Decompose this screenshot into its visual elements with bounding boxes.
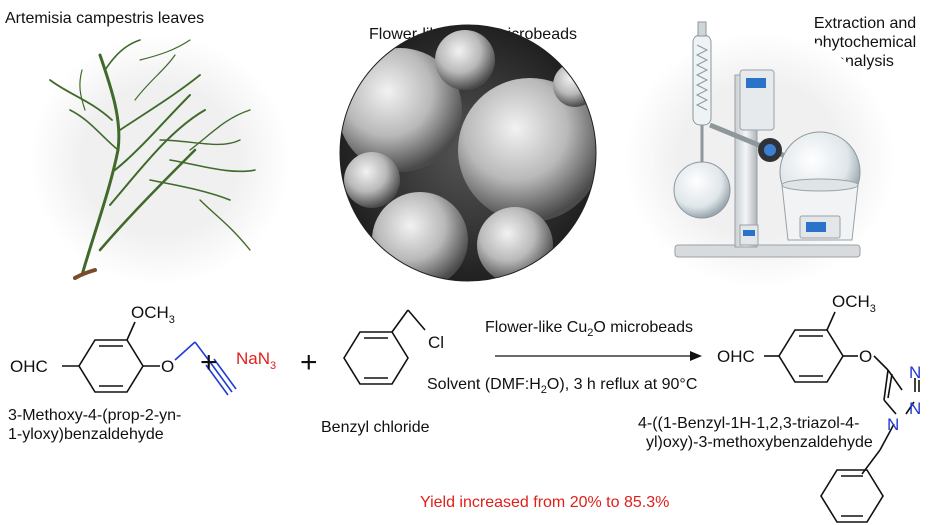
triazole-n3-label: N bbox=[909, 363, 921, 382]
plus-sign-2: + bbox=[300, 346, 318, 379]
triazole-n2-label: N bbox=[909, 399, 921, 418]
catalyst-label: Flower-like Cu2O microbeads bbox=[485, 319, 693, 340]
yield-text: Yield increased from 20% to 85.3% bbox=[420, 494, 670, 511]
plant-caption: Artemisia campestris leaves bbox=[5, 10, 205, 27]
benzyl-chloride-structure bbox=[343, 309, 426, 385]
reactant1-ether-oxygen-label: O bbox=[161, 357, 174, 376]
product-ether-oxygen-label: O bbox=[859, 347, 872, 366]
reactant1-aldehyde-label: OHC bbox=[10, 357, 48, 376]
reactant1-name: 3-Methoxy-4-(prop-2-yn- 1-yloxy)benzalde… bbox=[8, 407, 182, 443]
product-aldehyde-label: OHC bbox=[717, 347, 755, 366]
reaction-arrow bbox=[495, 351, 702, 361]
triazole-n1-label: N bbox=[887, 415, 899, 434]
artemisia-plant-image bbox=[49, 39, 256, 280]
plus-sign-1: + bbox=[200, 346, 218, 379]
reactant1-methoxy-label: OCH3 bbox=[131, 303, 175, 326]
product-methoxy-label: OCH3 bbox=[832, 292, 876, 315]
product-structure bbox=[764, 311, 920, 523]
rotary-evaporator-image bbox=[673, 21, 861, 258]
benzyl-chloride-cl-label: Cl bbox=[428, 333, 444, 352]
sodium-azide-label: NaN3 bbox=[236, 349, 276, 372]
product-name: 4-((1-Benzyl-1H-1,2,3-triazol-4- yl)oxy)… bbox=[638, 415, 873, 451]
benzyl-chloride-name: Benzyl chloride bbox=[321, 419, 430, 436]
reactant1-structure bbox=[62, 321, 237, 396]
conditions-label: Solvent (DMF:H2O), 3 h reflux at 90°C bbox=[427, 376, 698, 397]
